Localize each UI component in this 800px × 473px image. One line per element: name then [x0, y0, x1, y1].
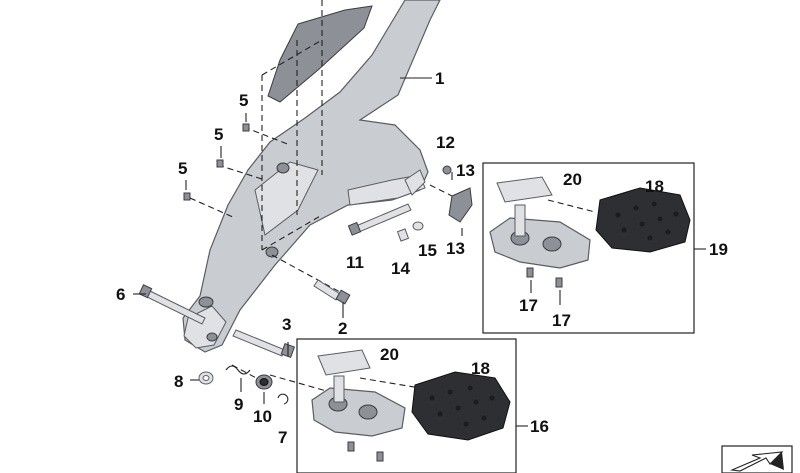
frame-bracket [182, 0, 441, 353]
callout-17a: 17 [519, 296, 538, 315]
bolt-11 [347, 203, 412, 236]
callout-13b: 13 [446, 239, 465, 258]
assembly-box-19 [482, 162, 695, 334]
callout-1: 1 [435, 69, 444, 88]
small-hardware [198, 365, 289, 405]
callout-15: 15 [418, 241, 437, 260]
assembly-box-16 [296, 338, 517, 473]
callout-2: 2 [338, 319, 347, 338]
callout-9: 9 [234, 395, 243, 414]
callout-16: 16 [530, 417, 549, 436]
callout-3: 3 [282, 315, 291, 334]
bolt-3 [232, 329, 296, 358]
arrow-up-left-icon [721, 445, 793, 473]
callout-5a: 5 [239, 91, 248, 110]
callout-6: 6 [116, 285, 125, 304]
callout-18b: 18 [471, 359, 490, 378]
callout-20a: 20 [563, 170, 582, 189]
bolt-2 [313, 279, 351, 305]
callout-18a: 18 [645, 177, 664, 196]
callout-13a: 13 [456, 161, 475, 180]
callout-14: 14 [391, 259, 410, 278]
callout-7: 7 [278, 428, 287, 447]
callout-19: 19 [709, 240, 728, 259]
callout-17b: 17 [552, 311, 571, 330]
leader-lines [133, 77, 706, 427]
top-cover-panel [267, 5, 373, 103]
callout-10: 10 [253, 407, 272, 426]
callout-5b: 5 [214, 125, 223, 144]
assembly-dashed-lines [189, 0, 596, 393]
hardware-12-15 [396, 165, 473, 242]
callout-labels: 1 2 3 5 5 5 6 7 8 9 10 11 12 13 13 14 15… [116, 69, 728, 447]
callout-20b: 20 [380, 345, 399, 364]
callout-12: 12 [436, 133, 455, 152]
callout-11: 11 [346, 253, 364, 272]
callout-5c: 5 [178, 159, 187, 178]
screws-5 [183, 123, 250, 201]
callout-8: 8 [174, 372, 183, 391]
